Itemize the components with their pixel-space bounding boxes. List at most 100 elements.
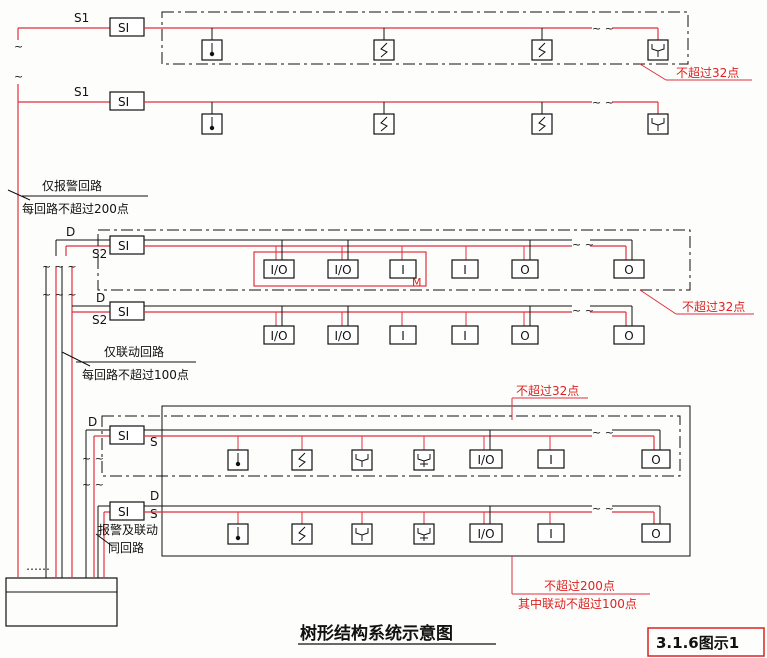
link-limit-label: 每回路不超过100点 <box>82 367 189 382</box>
link-only-label: 仅联动回路 <box>104 344 164 359</box>
heat-detector-icon <box>291 523 313 545</box>
input-module-icon: I <box>537 523 565 543</box>
loop3-boundary <box>97 229 691 291</box>
heat-detector-icon <box>291 449 313 471</box>
svg-text:~ ~: ~ ~ <box>572 238 594 251</box>
loop4-si <box>109 301 145 321</box>
loop5-si <box>109 425 145 445</box>
svg-text:I/O: I/O <box>334 263 351 277</box>
heat-detector-icon <box>531 113 553 135</box>
io-module-icon: I/O <box>263 259 295 279</box>
svg-text:S: S <box>150 507 158 521</box>
loop1-si <box>109 17 145 37</box>
heat-detector-icon <box>531 39 553 61</box>
svg-text:I: I <box>401 329 405 343</box>
mixed-outer-box <box>161 405 691 557</box>
svg-text:D: D <box>88 415 97 429</box>
output-module-icon: O <box>613 325 645 345</box>
svg-text:O: O <box>624 263 633 277</box>
smoke-detector-icon <box>227 523 249 545</box>
alarm-only-label: 仅报警回路 <box>42 178 102 193</box>
loop1-max-label: 不超过32点 <box>676 65 739 80</box>
mixed-top-max-label: 不超过32点 <box>516 383 579 398</box>
svg-text:SI: SI <box>118 305 129 319</box>
loop2-s1-label: S1 <box>74 85 89 99</box>
trunk-break-2: ~ <box>14 70 23 83</box>
input-module-icon: I <box>537 449 565 469</box>
diagram-title: 树形结构系统示意图 <box>300 623 453 644</box>
flame-detector-icon <box>647 39 669 61</box>
heat-detector-icon <box>373 113 395 135</box>
io-module-icon: I/O <box>327 259 359 279</box>
controller-panel <box>5 577 118 627</box>
loop3-max-label: 不超过32点 <box>682 299 745 314</box>
svg-text:I/O: I/O <box>334 329 351 343</box>
loop3-s2-label: S2 <box>92 247 107 261</box>
svg-text:~ ~: ~ ~ <box>592 22 614 35</box>
svg-text:I: I <box>549 527 553 541</box>
module-group-m-label: M <box>412 276 422 289</box>
svg-text:D: D <box>150 489 159 503</box>
svg-text:SI: SI <box>118 505 129 519</box>
svg-text:SI: SI <box>118 239 129 253</box>
io-module-icon: I/O <box>469 449 503 469</box>
loop1-s1-label: S1 <box>74 11 89 25</box>
output-module-icon: O <box>613 259 645 279</box>
output-module-icon: O <box>641 523 671 543</box>
svg-text:O: O <box>520 263 529 277</box>
figure-number-box <box>647 627 765 657</box>
input-module-icon: I <box>451 259 479 279</box>
input-module-icon: I <box>451 325 479 345</box>
smoke-detector-icon <box>227 449 249 471</box>
loop4-s2-label: S2 <box>92 313 107 327</box>
svg-text:~ ~: ~ ~ <box>592 96 614 109</box>
heat-detector-icon <box>373 39 395 61</box>
alarm-limit-label: 每回路不超过200点 <box>22 201 129 216</box>
svg-text:O: O <box>651 453 660 467</box>
flame-detector-icon <box>351 449 373 471</box>
svg-text:D: D <box>96 291 105 305</box>
svg-text:I: I <box>401 263 405 277</box>
svg-text:~ ~: ~ ~ <box>82 478 104 491</box>
device-layer: I/O I/O I I O O I/O I/O I I O O I/O I O I/O I O <box>201 39 671 545</box>
svg-text:SI: SI <box>118 21 129 35</box>
trunk-link-break-2: ~ ~ ~ <box>42 288 77 301</box>
svg-text:~ ~: ~ ~ <box>82 452 104 465</box>
svg-text:D: D <box>66 225 75 239</box>
module-group-m <box>253 251 427 287</box>
figure-number: 3.1.6图示1 <box>656 634 739 652</box>
io-module-icon: I/O <box>327 325 359 345</box>
loop2-si <box>109 91 145 111</box>
loop5-boundary <box>101 415 681 477</box>
output-module-icon: O <box>641 449 671 469</box>
svg-text:I: I <box>549 453 553 467</box>
controller-dots: …… <box>26 559 50 573</box>
svg-text:O: O <box>624 329 633 343</box>
loop1-boundary <box>161 11 689 65</box>
output-module-icon: O <box>511 259 539 279</box>
trunk-break-1: ~ <box>14 40 23 53</box>
smoke-detector-icon <box>201 39 223 61</box>
smoke-detector-icon <box>201 113 223 135</box>
svg-text:S: S <box>150 435 158 449</box>
svg-text:SI: SI <box>118 95 129 109</box>
loop6-si <box>109 501 145 521</box>
svg-text:~ ~: ~ ~ <box>592 426 614 439</box>
io-module-icon: I/O <box>469 523 503 543</box>
svg-text:I: I <box>463 329 467 343</box>
loop3-si <box>109 235 145 255</box>
svg-text:~ ~: ~ ~ <box>572 304 594 317</box>
input-module-icon: I <box>389 325 417 345</box>
trunk-link-break: ~ ~ ~ <box>42 260 77 273</box>
svg-text:I/O: I/O <box>270 329 287 343</box>
svg-text:O: O <box>520 329 529 343</box>
svg-text:O: O <box>651 527 660 541</box>
svg-text:I: I <box>463 263 467 277</box>
mixed-label-1: 报警及联动 <box>98 522 158 537</box>
flame-detector-icon <box>351 523 373 545</box>
io-module-icon: I/O <box>263 325 295 345</box>
svg-text:I/O: I/O <box>270 263 287 277</box>
svg-text:I/O: I/O <box>477 527 494 541</box>
